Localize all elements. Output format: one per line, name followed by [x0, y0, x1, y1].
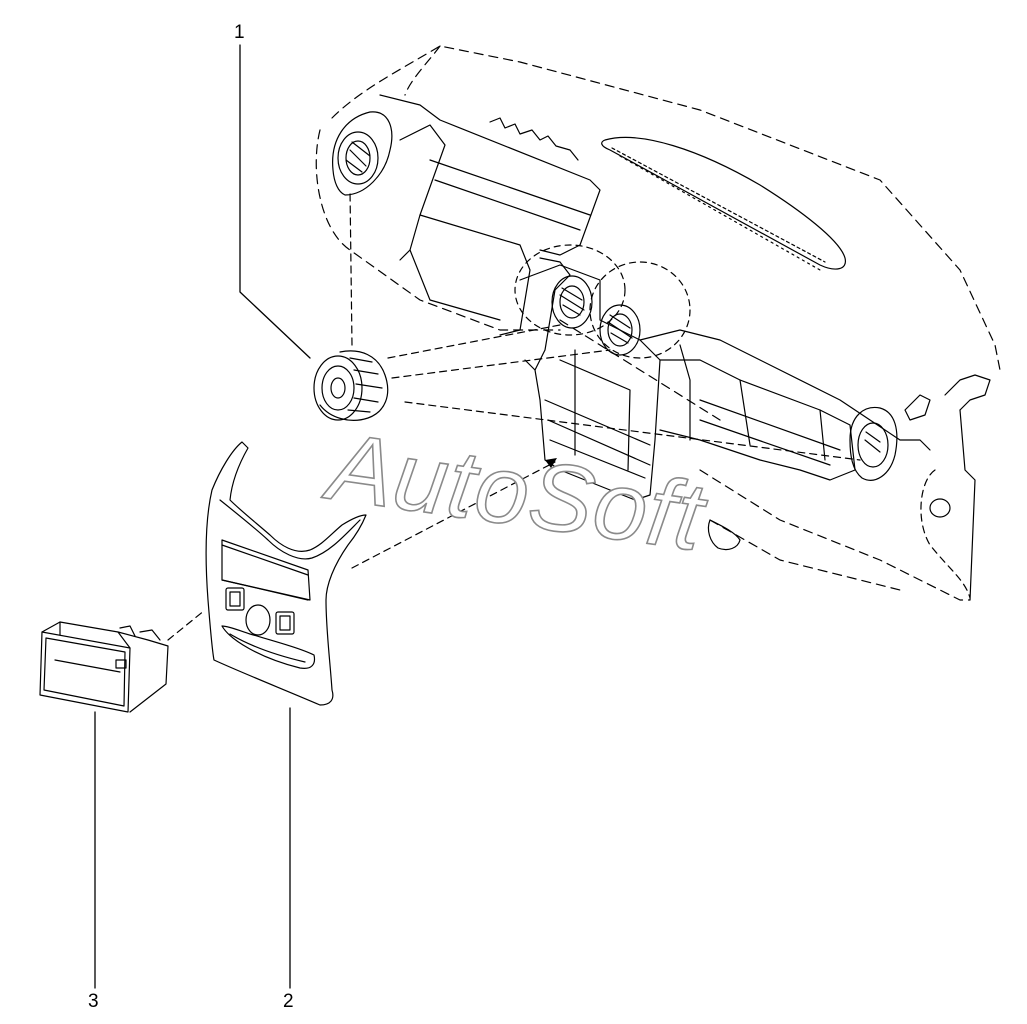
part2-arrowhead: [545, 458, 557, 468]
callout-label-2: 2: [283, 991, 294, 1012]
callout-label-1: 1: [234, 22, 245, 43]
right-end-panel: [920, 374, 991, 601]
center-vent-dash-left: [514, 244, 626, 336]
part3-storage-tray: [39, 621, 169, 713]
part1-assembly-lines: [349, 189, 861, 461]
part2-console-bezel: [205, 441, 367, 706]
callout-label-3: 3: [88, 991, 99, 1012]
part2-assembly-line: [351, 461, 556, 569]
center-vent-right: [599, 304, 641, 356]
center-vent-left: [551, 275, 593, 329]
leader-lines: [94, 44, 311, 989]
part1-air-vent: [313, 350, 389, 421]
leader-line-1: [239, 44, 311, 359]
dashboard-assembly: [315, 45, 1001, 601]
defrost-vent-grille: [601, 136, 846, 271]
right-vent-pocket: [849, 394, 931, 481]
left-vent-pocket: [332, 111, 393, 196]
part3-assembly-line: [167, 609, 206, 641]
center-vent-dash-right: [589, 261, 691, 359]
dashboard-outline-dashed: [315, 45, 1001, 601]
